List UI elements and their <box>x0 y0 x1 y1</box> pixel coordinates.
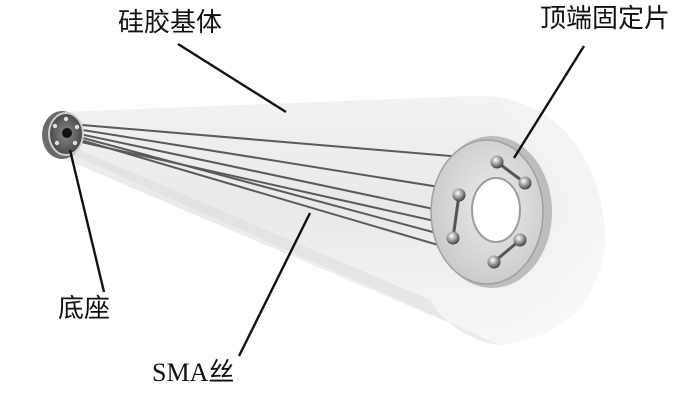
bolt <box>452 188 466 202</box>
leader-line-silicone-matrix <box>177 42 287 114</box>
bolt <box>490 155 504 169</box>
base-bolt <box>74 124 80 130</box>
base-bolt <box>72 140 78 146</box>
bolt <box>487 255 501 269</box>
sma-wire <box>69 123 499 161</box>
top-plate-center-hole <box>471 177 521 243</box>
sma-wire <box>69 131 463 216</box>
label-silicone-matrix: 硅胶基体 <box>118 8 223 38</box>
bolt-link <box>451 194 461 239</box>
leader-line-top-plate <box>512 45 586 159</box>
sma-wire <box>73 137 497 263</box>
plate-bolts <box>446 155 532 269</box>
sma-wire <box>69 127 459 191</box>
bolt <box>446 231 460 245</box>
leader-line-base <box>68 149 106 293</box>
base-bolt <box>52 123 58 129</box>
label-sma-wire: SMA丝 <box>152 358 235 387</box>
label-top-fixing-plate: 顶端固定片 <box>540 4 671 34</box>
leader-line-sma-wire <box>237 212 312 357</box>
base-bolt <box>54 140 60 146</box>
bolt <box>518 176 532 190</box>
sma-wire <box>71 134 456 239</box>
silicone-matrix-lower-shadow <box>62 150 500 345</box>
base-bolt <box>63 116 69 122</box>
bolt <box>513 233 527 247</box>
base-center-hole <box>62 128 72 138</box>
label-base: 底座 <box>58 294 111 324</box>
